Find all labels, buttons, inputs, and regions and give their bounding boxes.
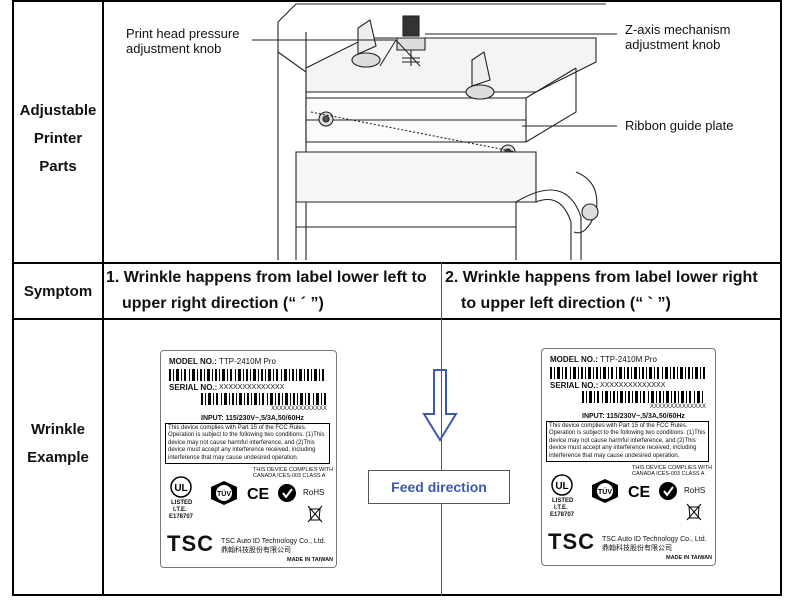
row-header-symptom: Symptom (23, 283, 93, 300)
feed-direction-box: Feed direction (368, 470, 510, 504)
label-right-listed: LISTED (552, 498, 574, 504)
symptom-right-line1: 2. Wrinkle happens from label lower righ… (445, 269, 758, 286)
symptom-split-line (441, 262, 442, 596)
label-right-ite: I.T.E. (554, 505, 568, 511)
callout-z-axis-line1: Z-axis mechanism (625, 22, 731, 37)
label-right-barcode-1 (550, 367, 705, 379)
ce-mark-icon: CE (247, 486, 270, 501)
label-right-model-value: TTP-2410M Pro (600, 355, 657, 364)
label-right-canada-1: THIS DEVICE COMPLIES WITH (632, 465, 713, 471)
label-right-fcc-notice: This device complies with Part 15 of the… (546, 421, 709, 463)
ul-listed-icon: UL (551, 474, 573, 496)
ce-mark-icon: CE (628, 484, 651, 499)
svg-text:TÜV: TÜV (217, 489, 231, 498)
symptom-right-line2: to upper left direction (“ ` ”) (461, 295, 671, 312)
symptom-left: 1. Wrinkle happens from label lower left… (106, 265, 427, 317)
label-left-rohs: RoHS (303, 488, 325, 497)
label-right-serial: SERIAL NO.: (550, 381, 599, 390)
svg-text:CE: CE (247, 486, 270, 501)
label-left-input: INPUT: 115/230V~,5/3A,50/60Hz (201, 415, 304, 422)
label-left-serial-value: XXXXXXXXXXXXXX (219, 384, 285, 391)
row-header-parts-line2: Printer (33, 130, 83, 147)
svg-text:UL: UL (555, 481, 568, 492)
label-right-company: TSC Auto ID Technology Co., Ltd. (602, 536, 707, 543)
label-left-barcode-2 (201, 393, 326, 405)
label-left-listed: LISTED (171, 500, 193, 506)
label-right-model: MODEL NO.: (550, 355, 598, 364)
label-left-company: TSC Auto ID Technology Co., Ltd. (221, 538, 326, 545)
callout-z-axis-line2: adjustment knob (625, 37, 721, 52)
symptom-right: 2. Wrinkle happens from label lower righ… (445, 265, 758, 317)
c-tick-icon (278, 484, 296, 502)
svg-text:CE: CE (628, 484, 651, 499)
table-border-bottom (12, 594, 782, 596)
callout-ribbon-guide-plate: Ribbon guide plate (625, 118, 734, 133)
printer-mechanism-illustration (277, 3, 606, 260)
svg-text:UL: UL (174, 483, 187, 494)
label-right-tsc-logo: TSC (548, 529, 595, 554)
callout-pressure-knob-line2: adjustment knob (126, 41, 222, 56)
feed-direction-arrow-icon (422, 369, 458, 442)
label-right-canada-2: CANADA ICES-003 CLASS A (632, 471, 705, 477)
label-right-listed-no: E178707 (550, 512, 575, 518)
row-divider-1 (12, 262, 782, 264)
col-divider (102, 0, 104, 596)
label-left-serial: SERIAL NO.: (169, 383, 218, 392)
row-header-parts-line3: Parts (39, 158, 77, 175)
row-header-example: Wrinkle Example (14, 416, 102, 472)
symptom-left-line2: upper right direction (“ ´ ”) (122, 295, 324, 312)
row-divider-2 (12, 318, 782, 320)
callout-z-axis-knob: Z-axis mechanism adjustment knob (625, 22, 730, 52)
label-left-made: MADE IN TAIWAN (287, 557, 334, 563)
c-tick-icon (659, 482, 677, 500)
label-right-serial-value: XXXXXXXXXXXXXX (600, 382, 666, 389)
row-header-example-line2: Example (27, 449, 89, 466)
label-left-barcode-text: XXXXXXXXXXXXXX (271, 406, 328, 412)
label-right-barcode-text: XXXXXXXXXXXXXX (650, 404, 707, 410)
callout-pressure-knob: Print head pressure adjustment knob (126, 26, 239, 56)
label-left-model: MODEL NO.: (169, 357, 217, 366)
tuv-mark-icon: TÜV (592, 479, 618, 503)
row-header-parts: Adjustable Printer Parts (14, 97, 102, 181)
wrinkle-label-right: MODEL NO.: TTP-2410M Pro SERIAL NO.: XXX… (541, 348, 716, 566)
row-header-example-line1: Wrinkle (31, 421, 85, 438)
label-left-tsc-logo: TSC (167, 531, 214, 556)
svg-text:TÜV: TÜV (598, 487, 612, 496)
wrinkle-label-left: MODEL NO.: TTP-2410M Pro SERIAL NO.: XXX… (160, 350, 337, 568)
callout-pressure-knob-line1: Print head pressure (126, 26, 240, 41)
table-border-right (780, 0, 782, 596)
table-border-left (12, 0, 14, 596)
weee-bin-icon (307, 505, 323, 523)
label-left-listed-no: E178707 (169, 514, 194, 520)
symptom-left-line1: 1. Wrinkle happens from label lower left… (106, 269, 427, 286)
label-right-input: INPUT: 115/230V~,5/3A,50/60Hz (582, 413, 685, 420)
label-left-barcode-1 (169, 369, 324, 381)
label-left-ite: I.T.E. (173, 507, 187, 513)
ul-listed-icon: UL (170, 476, 192, 498)
callout-leaders (252, 33, 617, 127)
table-border-top (12, 0, 782, 2)
label-right-company-cn: 鼎翰科技股份有限公司 (602, 545, 672, 552)
label-right-barcode-2 (582, 391, 703, 403)
label-left-canada-2: CANADA ICES-003 CLASS A (253, 473, 326, 479)
row-header-parts-line1: Adjustable (19, 102, 97, 119)
tuv-mark-icon: TÜV (211, 481, 237, 505)
label-left-fcc-notice: This device complies with Part 15 of the… (165, 423, 330, 465)
label-left-company-cn: 鼎翰科技股份有限公司 (221, 547, 291, 554)
weee-bin-icon (686, 503, 702, 521)
label-right-rohs: RoHS (684, 486, 706, 495)
label-left-model-value: TTP-2410M Pro (219, 357, 276, 366)
label-left-canada-1: THIS DEVICE COMPLIES WITH (253, 467, 334, 473)
label-right-made: MADE IN TAIWAN (666, 555, 713, 561)
